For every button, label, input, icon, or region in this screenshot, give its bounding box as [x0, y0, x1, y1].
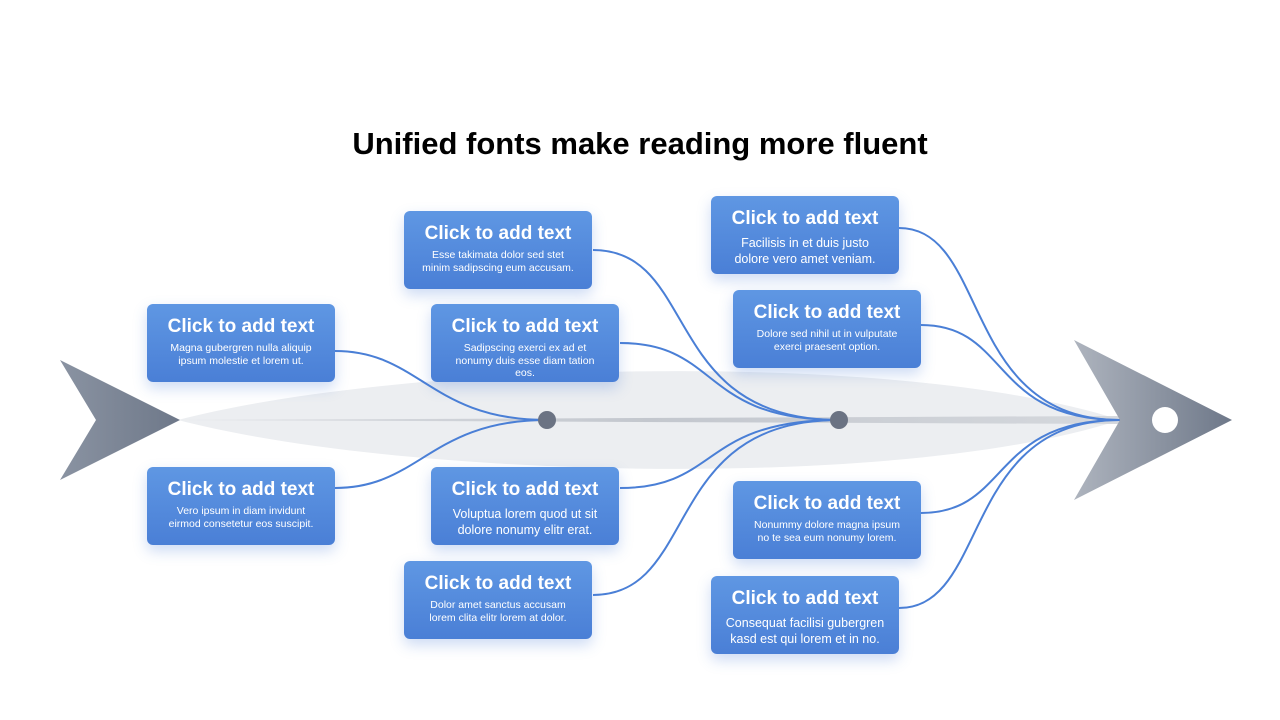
- text-box-body: Voluptua lorem quod ut sit dolore nonumy…: [452, 507, 598, 537]
- text-box-1[interactable]: Click to add text Magna gubergren nulla …: [147, 304, 335, 382]
- text-box-body: Dolore sed nihil ut in vulputate exerci …: [756, 328, 898, 353]
- text-box-heading: Click to add text: [424, 573, 572, 594]
- text-box-body: Magna gubergren nulla aliquip ipsum mole…: [170, 342, 312, 367]
- text-box-heading: Click to add text: [167, 479, 315, 500]
- slide-title[interactable]: Unified fonts make reading more fluent: [352, 126, 928, 161]
- text-box-heading: Click to add text: [753, 302, 901, 323]
- text-box-body: Esse takimata dolor sed stet minim sadip…: [422, 249, 574, 274]
- text-box-2[interactable]: Click to add text Vero ipsum in diam inv…: [147, 467, 335, 545]
- text-box-heading: Click to add text: [451, 316, 599, 337]
- text-box-body: Facilisis in et duis justo dolore vero a…: [734, 236, 876, 266]
- text-box-heading: Click to add text: [424, 223, 572, 244]
- text-box-heading: Click to add text: [167, 316, 315, 337]
- text-box-body: Dolor amet sanctus accusam lorem clita e…: [429, 599, 567, 624]
- junction-node-1: [538, 411, 556, 429]
- text-box-8[interactable]: Click to add text Dolore sed nihil ut in…: [733, 290, 921, 368]
- text-box-heading: Click to add text: [731, 588, 879, 609]
- text-box-7[interactable]: Click to add text Facilisis in et duis j…: [711, 196, 899, 274]
- fish-tail: [60, 360, 180, 480]
- text-box-5[interactable]: Click to add text Voluptua lorem quod ut…: [431, 467, 619, 545]
- text-box-10[interactable]: Click to add text Consequat facilisi gub…: [711, 576, 899, 654]
- text-box-heading: Click to add text: [753, 493, 901, 514]
- junction-node-2: [830, 411, 848, 429]
- text-box-heading: Click to add text: [731, 208, 879, 229]
- connector-lines: [334, 227, 1121, 609]
- text-box-body: Consequat facilisi gubergren kasd est qu…: [725, 616, 885, 646]
- text-box-4[interactable]: Click to add text Sadipscing exerci ex a…: [431, 304, 619, 382]
- text-box-body: Sadipscing exerci ex ad et nonumy duis e…: [455, 342, 595, 379]
- text-box-9[interactable]: Click to add text Nonummy dolore magna i…: [733, 481, 921, 559]
- text-box-3[interactable]: Click to add text Esse takimata dolor se…: [404, 211, 592, 289]
- text-box-body: Nonummy dolore magna ipsum no te sea eum…: [754, 519, 900, 544]
- text-box-heading: Click to add text: [451, 479, 599, 500]
- fish-eye: [1152, 407, 1178, 433]
- text-box-6[interactable]: Click to add text Dolor amet sanctus acc…: [404, 561, 592, 639]
- text-box-body: Vero ipsum in diam invidunt eirmod conse…: [168, 505, 314, 530]
- fish-spine: [178, 416, 1120, 424]
